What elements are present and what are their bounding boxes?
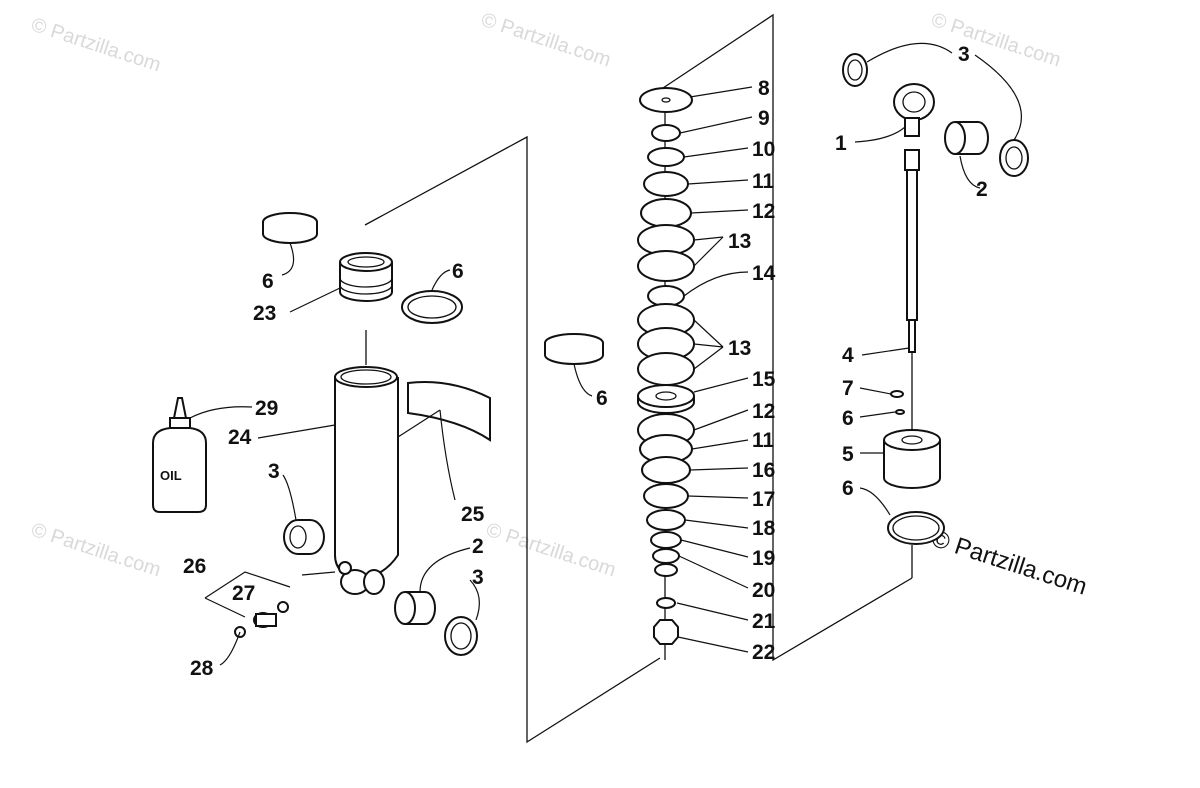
shock-body-assembly: OIL xyxy=(152,212,491,656)
callout-12b: 12 xyxy=(752,400,775,423)
callout-26: 26 xyxy=(183,555,206,578)
callout-6b: 6 xyxy=(452,260,464,283)
callout-9: 9 xyxy=(758,107,770,130)
callout-12a: 12 xyxy=(752,200,775,223)
callout-28: 28 xyxy=(190,657,214,680)
callout-27: 27 xyxy=(232,582,255,605)
callout-13a: 13 xyxy=(728,230,751,253)
callout-6e: 6 xyxy=(842,477,854,500)
callout-14: 14 xyxy=(752,262,776,285)
callout-22: 22 xyxy=(752,641,775,664)
shaft-assembly xyxy=(842,53,1029,545)
callout-11b: 11 xyxy=(752,429,775,452)
callout-3c: 3 xyxy=(472,566,484,589)
callout-2a: 2 xyxy=(976,178,988,201)
ring-6-middle xyxy=(544,333,604,365)
watermark-2: © Partzilla.com xyxy=(478,9,613,72)
callout-2b: 2 xyxy=(472,535,484,558)
ring-6-right xyxy=(401,290,463,324)
callout-5: 5 xyxy=(842,443,854,466)
watermark-4: © Partzilla.com xyxy=(28,519,163,582)
callout-1: 1 xyxy=(835,132,847,155)
callout-15: 15 xyxy=(752,368,776,391)
callout-7: 7 xyxy=(842,377,854,400)
callout-23: 23 xyxy=(253,302,276,325)
callout-17: 17 xyxy=(752,488,775,511)
watermark-brand: © Partzilla.com xyxy=(928,525,1090,601)
callout-3a: 3 xyxy=(958,43,970,66)
watermark-5: © Partzilla.com xyxy=(483,519,618,582)
watermark-1: © Partzilla.com xyxy=(28,14,163,77)
callout-8: 8 xyxy=(758,77,770,100)
callout-29: 29 xyxy=(255,397,278,420)
callout-6a: 6 xyxy=(262,270,274,293)
shim-stack xyxy=(544,87,695,645)
sleeve-2-left xyxy=(394,591,436,625)
callout-11a: 11 xyxy=(752,170,775,193)
watermark-3: © Partzilla.com xyxy=(928,9,1063,72)
callout-25: 25 xyxy=(461,503,485,526)
oil-bottle-label: OIL xyxy=(160,468,182,483)
callout-labels: 8 9 10 11 12 13 14 13 15 12 11 16 17 18 … xyxy=(183,43,988,680)
bushing-3-lower xyxy=(444,616,478,656)
callout-3b: 3 xyxy=(268,460,280,483)
callout-18: 18 xyxy=(752,517,776,540)
callout-4: 4 xyxy=(842,344,854,367)
callout-20: 20 xyxy=(752,579,775,602)
callout-6c: 6 xyxy=(596,387,608,410)
shock-body-24 xyxy=(334,366,399,595)
bushing-3-left xyxy=(283,519,325,555)
valve-27 xyxy=(234,601,289,638)
callout-16: 16 xyxy=(752,459,775,482)
callout-24: 24 xyxy=(228,426,252,449)
callout-10: 10 xyxy=(752,138,775,161)
piston-23 xyxy=(339,252,393,302)
callout-13b: 13 xyxy=(728,337,751,360)
callout-6d: 6 xyxy=(842,407,854,430)
oil-bottle-29: OIL xyxy=(152,397,207,513)
label-sheet-25 xyxy=(407,381,491,442)
callout-21: 21 xyxy=(752,610,776,633)
leader-lines xyxy=(189,42,1023,666)
ring-6-top xyxy=(262,212,318,244)
callout-19: 19 xyxy=(752,547,775,570)
